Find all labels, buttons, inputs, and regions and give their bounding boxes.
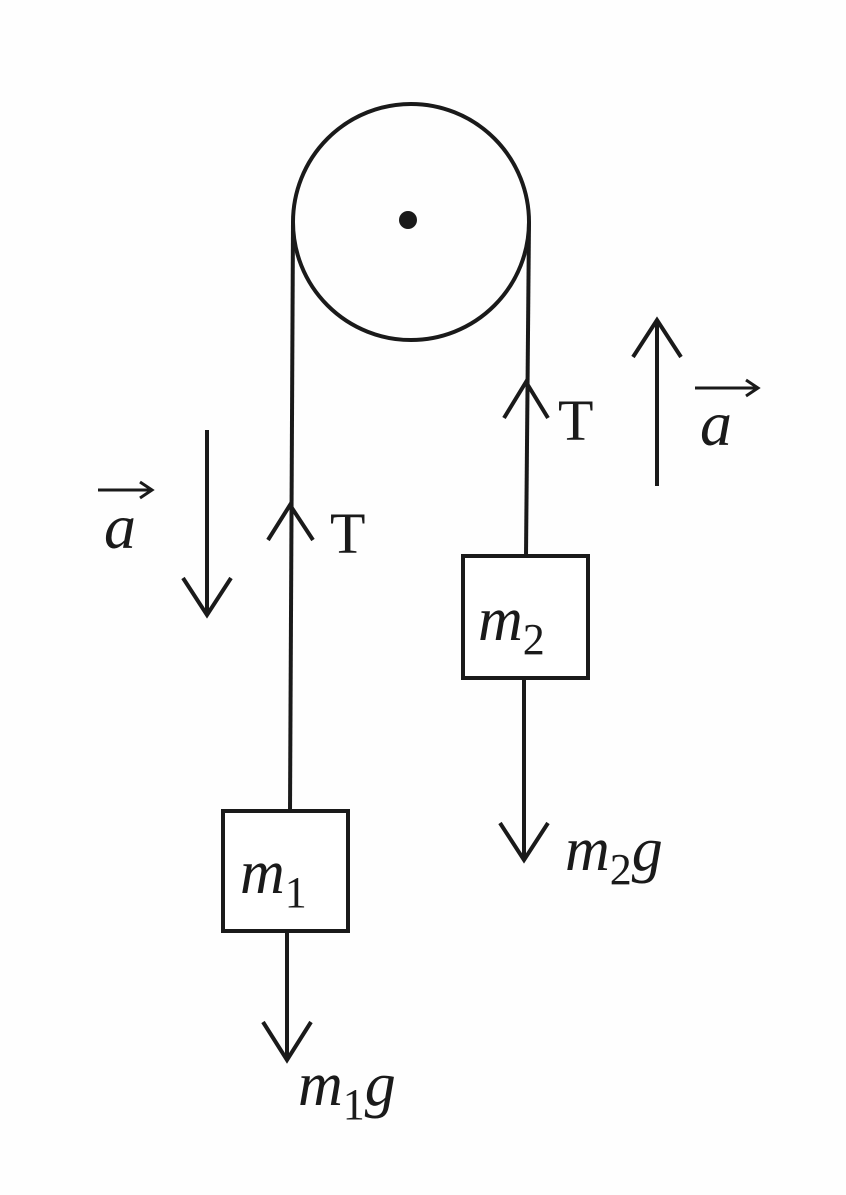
accel-right-vector-head [745,378,761,398]
accel-right-arrowhead [631,316,683,359]
accel-left-arrowhead [181,576,233,619]
tension-left-arrow [266,501,315,542]
pulley-axle [399,211,417,229]
accel-right-label: a [700,388,732,459]
mass-2-label: m2 [478,586,545,664]
mass-1-box [221,809,350,933]
accel-left-vector-head [139,480,155,500]
left-rope [288,221,295,813]
accel-left-label: a [104,491,136,562]
mass-1-label: m1 [240,839,307,917]
tension-right-arrow [502,378,550,420]
weight-2-arrowhead [498,821,550,864]
tension-right-label: T [558,388,593,453]
weight-1-label: m1g [298,1051,396,1129]
weight-1-arrowhead [261,1020,313,1064]
weight-2-label: m2g [565,816,663,894]
tension-left-label: T [330,501,365,566]
right-rope [524,221,531,557]
